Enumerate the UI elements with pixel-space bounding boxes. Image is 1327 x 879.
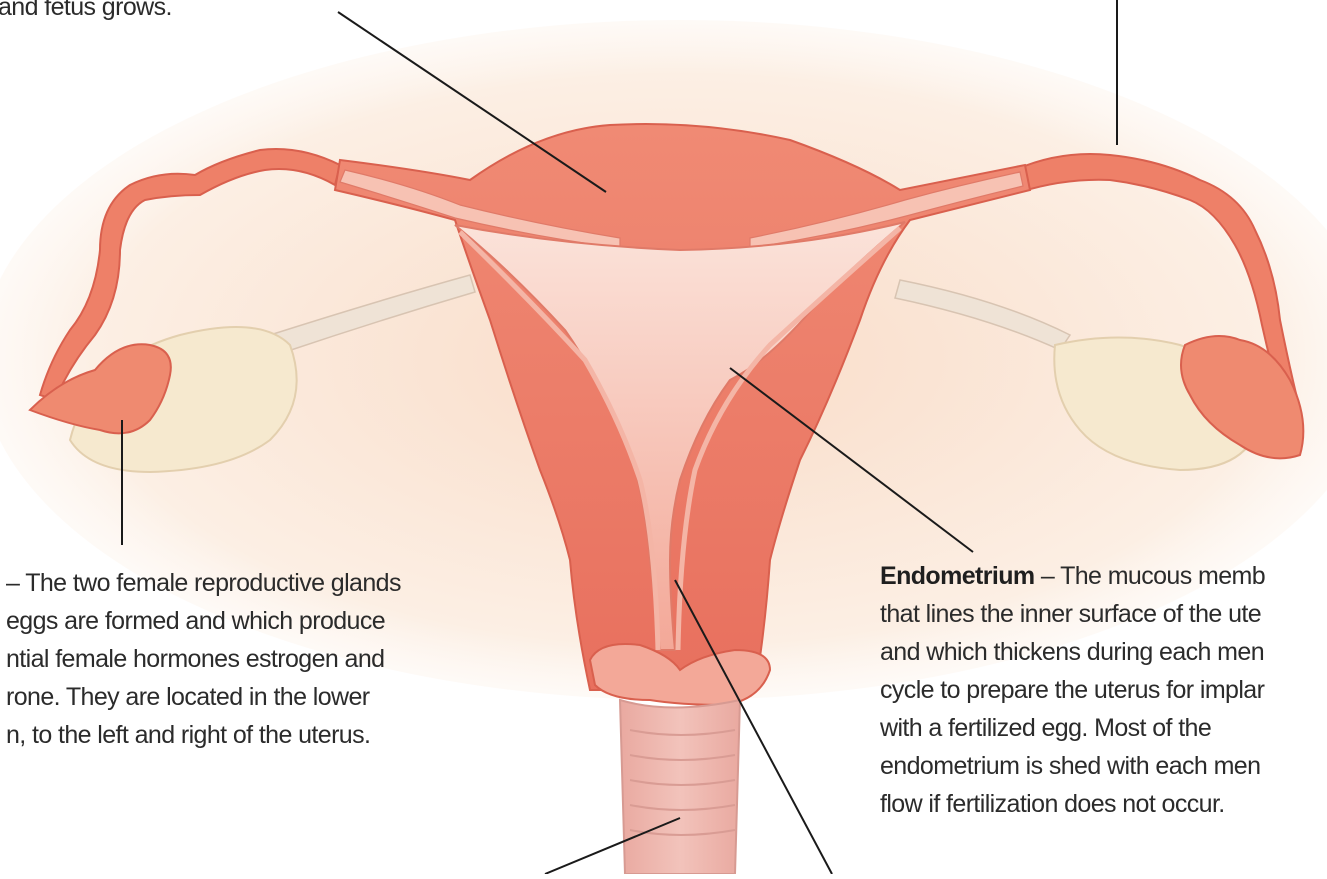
endometrium-description-line: with a fertilized egg. Most of the (880, 709, 1265, 747)
ovary-description-line: ntial female hormones estrogen and (6, 640, 401, 678)
endometrium-definition-start: – The mucous memb (1035, 562, 1266, 590)
endometrium-description-first-line: Endometrium – The mucous memb (880, 557, 1265, 595)
ovary-description-line: – The two female reproductive glands (6, 564, 401, 602)
endometrium-description-line: flow if fertilization does not occur. (880, 785, 1265, 823)
vagina (620, 700, 740, 874)
ovary-description-line: eggs are formed and which produce (6, 602, 401, 640)
top-left-text-fragment: and fetus grows. (0, 0, 172, 26)
endometrium-description-line: that lines the inner surface of the ute (880, 595, 1265, 633)
endometrium-description-line: and which thickens during each men (880, 633, 1265, 671)
endometrium-description: Endometrium – The mucous memb that lines… (880, 557, 1265, 823)
ovary-description-line: rone. They are located in the lower (6, 678, 401, 716)
ovary-description: – The two female reproductive glands egg… (6, 564, 401, 754)
endometrium-description-line: cycle to prepare the uterus for implar (880, 671, 1265, 709)
ovary-description-line: n, to the left and right of the uterus. (6, 716, 401, 754)
endometrium-description-line: endometrium is shed with each men (880, 747, 1265, 785)
endometrium-term: Endometrium (880, 562, 1035, 590)
top-left-fragment-line: and fetus grows. (0, 0, 172, 26)
